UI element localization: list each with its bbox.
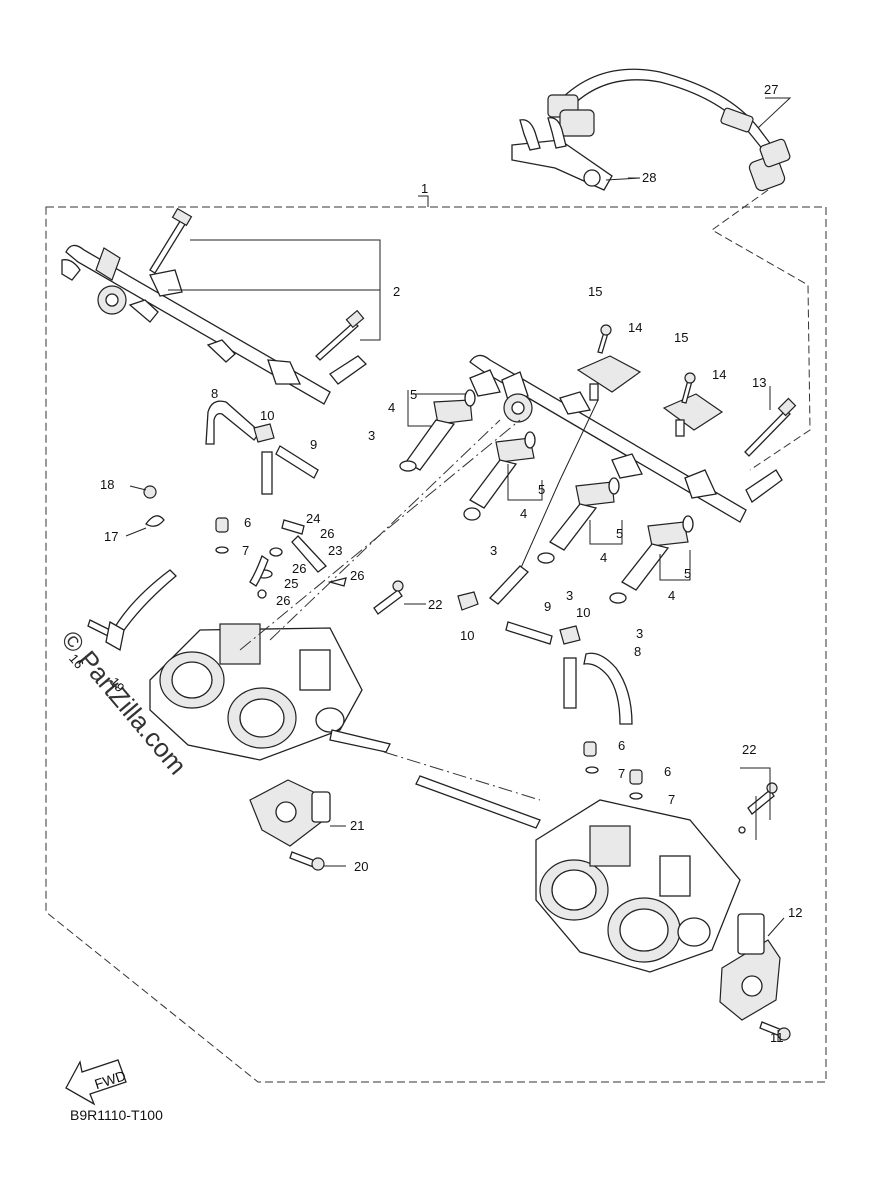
callout-20: 20 xyxy=(354,859,368,874)
callout-22: 22 xyxy=(428,597,442,612)
throttle-body-left xyxy=(111,569,391,761)
callout-5: 5 xyxy=(538,482,545,497)
fwd-arrow-icon xyxy=(65,1059,127,1106)
callout-21: 21 xyxy=(350,818,364,833)
callout-14: 14 xyxy=(628,320,642,335)
injector-group-3 xyxy=(537,477,620,564)
callout-7: 7 xyxy=(668,792,675,807)
tps-sensor-21 xyxy=(249,779,331,847)
callout-6: 6 xyxy=(244,515,251,530)
callout-1: 1 xyxy=(421,181,428,196)
callout-17: 17 xyxy=(104,529,118,544)
callout-14: 14 xyxy=(712,367,726,382)
callout-26: 26 xyxy=(276,593,290,608)
diagram-code: B9R1110-T100 xyxy=(70,1107,163,1123)
sensor-12 xyxy=(719,913,781,1021)
callout-4: 4 xyxy=(388,400,395,415)
callout-13: 13 xyxy=(752,375,766,390)
hose-clip-28 xyxy=(511,117,613,191)
callout-4: 4 xyxy=(520,506,527,521)
callout-27: 27 xyxy=(764,82,778,97)
callout-12: 12 xyxy=(788,905,802,920)
callout-26: 26 xyxy=(320,526,334,541)
callout-9: 9 xyxy=(544,599,551,614)
callout-4: 4 xyxy=(600,550,607,565)
fuel-hose-27 xyxy=(547,68,791,192)
sensor-14a xyxy=(519,355,642,571)
callout-10: 10 xyxy=(460,628,474,643)
injector-group-2 xyxy=(463,431,536,521)
assembly-boundary xyxy=(45,206,827,1083)
callout-26: 26 xyxy=(292,561,306,576)
callout-8: 8 xyxy=(634,644,641,659)
callout-6: 6 xyxy=(664,764,671,779)
sensor-14b xyxy=(662,393,724,437)
injector-group-4 xyxy=(609,515,694,604)
injector-group-1 xyxy=(399,389,476,472)
throttle-body-right xyxy=(535,799,741,973)
callout-7: 7 xyxy=(242,543,249,558)
callout-10: 10 xyxy=(576,605,590,620)
callout-2: 2 xyxy=(393,284,400,299)
callout-9: 9 xyxy=(310,437,317,452)
callout-15: 15 xyxy=(674,330,688,345)
callout-11: 11 xyxy=(770,1030,784,1045)
callout-26: 26 xyxy=(350,568,364,583)
callout-8: 8 xyxy=(211,386,218,401)
callout-28: 28 xyxy=(642,170,656,185)
callout-7: 7 xyxy=(618,766,625,781)
callout-5: 5 xyxy=(684,566,691,581)
callout-23: 23 xyxy=(328,543,342,558)
callout-25: 25 xyxy=(284,576,298,591)
callout-18: 18 xyxy=(100,477,114,492)
fuel-rail-right xyxy=(469,354,783,523)
callout-3: 3 xyxy=(636,626,643,641)
callout-3: 3 xyxy=(368,428,375,443)
callout-24: 24 xyxy=(306,511,320,526)
fuel-rail-left xyxy=(61,244,368,405)
callout-3: 3 xyxy=(566,588,573,603)
callout-5: 5 xyxy=(410,387,417,402)
callout-10: 10 xyxy=(260,408,274,423)
callout-22: 22 xyxy=(742,742,756,757)
callout-15: 15 xyxy=(588,284,602,299)
callout-3: 3 xyxy=(490,543,497,558)
callout-5: 5 xyxy=(616,526,623,541)
callout-4: 4 xyxy=(668,588,675,603)
callout-6: 6 xyxy=(618,738,625,753)
